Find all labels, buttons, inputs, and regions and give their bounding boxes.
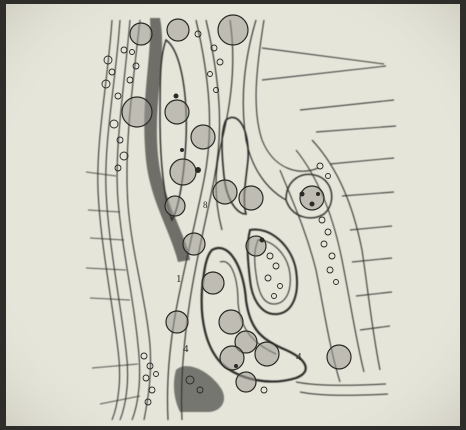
region-label-4-right: 4 [296, 351, 302, 363]
region-label-4-left: 4 [183, 343, 189, 355]
region-label-8: 8 [203, 200, 208, 210]
region-label-1: 1 [176, 273, 182, 285]
